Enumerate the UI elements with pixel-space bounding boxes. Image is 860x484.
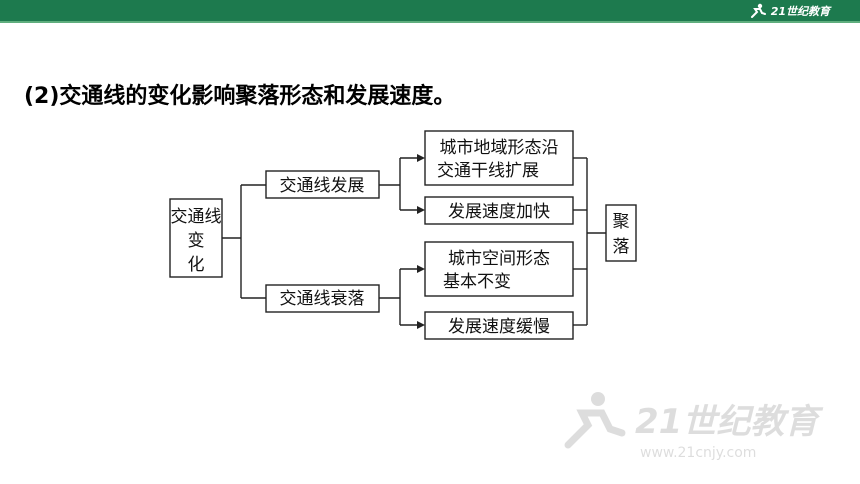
result-label-2: 落 <box>613 237 630 257</box>
watermark-logo: 21世纪教育 www.21cnjy.com <box>564 392 823 461</box>
decline-label: 交通线衰落 <box>280 289 365 309</box>
runner-icon <box>750 3 766 18</box>
page-heading: (2)交通线的变化影响聚落形态和发展速度。 <box>24 84 456 109</box>
result-label-1: 聚 <box>613 212 630 232</box>
develop-label: 交通线发展 <box>280 176 365 196</box>
leaf-3-line-1: 城市空间形态 <box>448 249 550 269</box>
leaf-2-label: 发展速度加快 <box>448 202 550 222</box>
arrow-head <box>417 154 425 162</box>
watermark-text: 21世纪教育 <box>635 402 823 442</box>
root-box <box>169 198 223 278</box>
brand-logo: 21世纪教育 <box>749 2 830 19</box>
leaf-3-line-2: 基本不变 <box>443 272 511 292</box>
develop-box <box>265 170 380 199</box>
leaf-3-box <box>424 241 574 297</box>
top-bar <box>0 0 860 21</box>
root-label-2: 变 <box>188 231 205 251</box>
leaf-1-line-1: 城市地域形态沿 <box>440 138 559 158</box>
root-label-1: 交通线 <box>171 207 222 227</box>
arrow-head <box>417 265 425 273</box>
root-label-3: 化 <box>188 255 205 275</box>
leaf-1-line-2: 交通干线扩展 <box>437 161 539 181</box>
watermark-runner-icon <box>564 409 626 449</box>
logo-text: 21世纪教育 <box>770 4 830 18</box>
arrow-head <box>417 206 425 214</box>
leaf-4-label: 发展速度缓慢 <box>448 316 550 337</box>
arrow-head <box>417 321 425 329</box>
watermark-subtext: www.21cnjy.com <box>640 445 756 461</box>
top-bar-accent <box>0 21 860 23</box>
leaf-1-box <box>424 130 574 186</box>
